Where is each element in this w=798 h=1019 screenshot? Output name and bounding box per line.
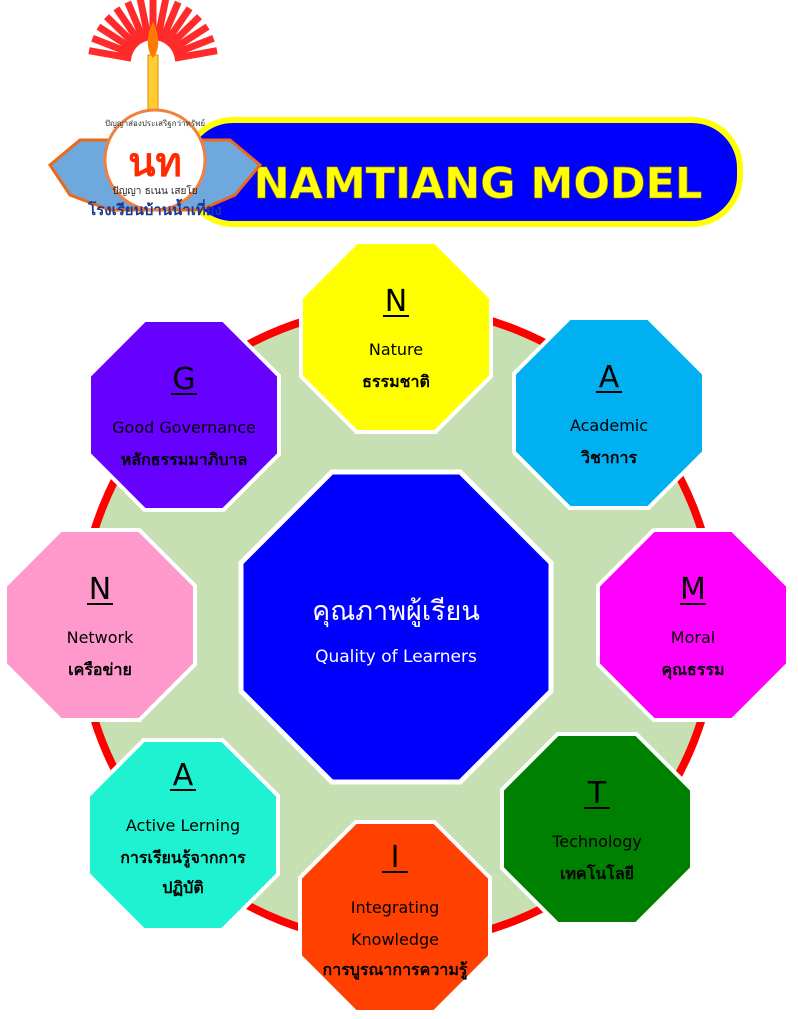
element-thai-label: คุณธรรม: [661, 660, 724, 680]
element-english-label: Academic: [570, 416, 648, 435]
flame-ray: [158, 0, 182, 44]
element-english-label: Integrating: [351, 898, 440, 917]
logo-motto-ribbon: ปัญญา ธเนน เสยโย: [112, 184, 197, 197]
element-english-label: Moral: [671, 628, 715, 647]
octagon-shape: [512, 316, 706, 510]
element-octagon-good-governance: G Good Governance หลักธรรมมาภิบาล: [87, 318, 281, 512]
candle-icon: [147, 54, 159, 116]
element-letter-label: T: [587, 776, 607, 811]
logo-seal: [103, 108, 207, 212]
element-english-2-label: Knowledge: [351, 930, 439, 949]
element-letter-label: G: [172, 362, 195, 397]
octagon-shape: [86, 738, 280, 932]
flame-ray: [91, 34, 134, 58]
element-letter-label: I: [391, 840, 400, 875]
element-english-label: Good Governance: [112, 418, 256, 437]
flame-ray: [166, 14, 202, 50]
flame-ray: [113, 6, 144, 46]
flame-ray: [136, 0, 153, 42]
element-thai-label: การบูรณาการความรู้: [323, 960, 468, 981]
octagon-shape: [596, 528, 790, 722]
flame-icon: [147, 22, 159, 58]
octagon-shape: [87, 318, 281, 512]
school-logo: นท ปัญญาส่องประเสริฐกว่าทรัพย์ ปัญญา ธเน…: [48, 0, 263, 219]
flame-ray: [153, 0, 170, 42]
model-title: NAMTIANG MODEL: [254, 159, 703, 209]
center-octagon-shape: [238, 469, 554, 785]
element-letter-label: N: [89, 572, 111, 607]
element-octagon-network: N Network เครือข่าย: [3, 528, 197, 722]
element-octagon-nature: N Nature ธรรมชาติ: [299, 240, 493, 434]
center-thai-label: คุณภาพผู้เรียน: [312, 596, 480, 628]
center-octagon: คุณภาพผู้เรียน Quality of Learners: [238, 469, 554, 785]
element-thai-label: ธรรมชาติ: [362, 372, 430, 391]
flame-ray: [169, 23, 210, 54]
element-letter-label: A: [599, 360, 620, 395]
element-thai-label: วิชาการ: [580, 448, 638, 467]
element-octagon-academic: A Academic วิชาการ: [512, 316, 706, 510]
element-english-label: Nature: [369, 340, 423, 359]
element-english-label: Technology: [551, 832, 642, 851]
octagon-shape: [298, 820, 492, 1014]
element-letter-label: A: [173, 758, 194, 793]
header-banner: NAMTIANG MODEL: [182, 117, 743, 227]
octagon-shape: [299, 240, 493, 434]
octagon-shape: [500, 732, 694, 926]
flame-ray: [96, 23, 137, 54]
flame-ray: [88, 47, 132, 62]
element-thai-label: เครือข่าย: [68, 660, 132, 679]
center-english-label: Quality of Learners: [315, 647, 477, 667]
logo-motto-top: ปัญญาส่องประเสริฐกว่าทรัพย์: [105, 118, 205, 128]
logo-initials: นท: [128, 140, 182, 186]
element-octagon-technology: T Technology เทคโนโลยี: [500, 732, 694, 926]
element-octagon-moral: M Moral คุณธรรม: [596, 528, 790, 722]
element-thai-label: เทคโนโลยี: [560, 863, 634, 883]
element-letter-label: N: [385, 284, 407, 319]
octagon-shape: [3, 528, 197, 722]
flame-ray: [124, 0, 148, 44]
element-thai-label: การเรียนรู้จากการ: [120, 848, 246, 869]
model-elements: N Nature ธรรมชาติ A Academic วิชาการ M Moral คุณ…: [3, 240, 790, 1014]
element-letter-label: M: [680, 572, 706, 607]
element-thai-2-label: ปฏิบัติ: [162, 878, 203, 897]
logo-school-name: โรงเรียนบ้านน้ำเที่ยง: [87, 198, 222, 219]
flame-ray: [174, 47, 218, 62]
element-english-label: Network: [67, 628, 135, 647]
element-english-label: Active Lerning: [126, 816, 240, 835]
flame-ray: [104, 14, 140, 50]
flame-ray: [172, 34, 215, 58]
element-thai-label: หลักธรรมมาภิบาล: [121, 450, 248, 469]
flame-ray: [162, 6, 193, 46]
